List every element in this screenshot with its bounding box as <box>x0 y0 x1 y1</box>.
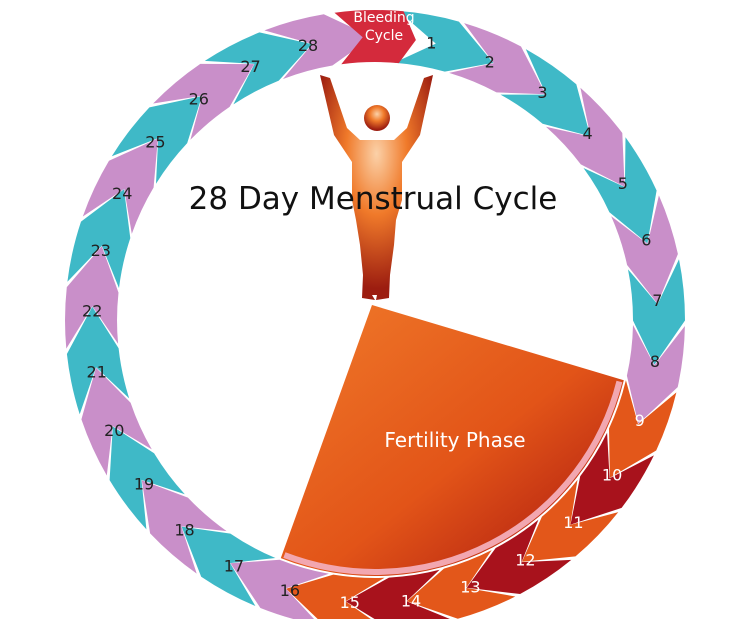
day-segment-12 <box>466 519 572 594</box>
day-label-1: 1 <box>426 34 436 53</box>
day-segment-17 <box>181 526 276 606</box>
day-segment-2 <box>449 23 546 95</box>
day-label-14: 14 <box>401 592 421 611</box>
day-label-4: 4 <box>583 124 593 143</box>
day-label-15: 15 <box>340 593 360 612</box>
bleeding-cycle-label-line1: Bleeding <box>353 10 414 26</box>
day-label-6: 6 <box>641 231 651 250</box>
day-label-16: 16 <box>280 581 300 600</box>
day-segment-20 <box>81 367 152 476</box>
day-label-27: 27 <box>240 57 260 76</box>
day-label-12: 12 <box>515 551 535 570</box>
day-label-9: 9 <box>635 411 645 430</box>
day-segment-5 <box>583 137 657 244</box>
bleeding-cycle-label-line2: Cycle <box>365 28 403 44</box>
fertility-phase-arc <box>283 380 623 575</box>
day-segment-16 <box>230 559 329 619</box>
day-label-28: 28 <box>298 36 318 55</box>
day-label-5: 5 <box>618 174 628 193</box>
day-segments <box>65 10 686 619</box>
day-segment-22 <box>65 246 119 349</box>
day-segment-11 <box>522 479 619 562</box>
day-label-17: 17 <box>224 556 244 575</box>
day-segment-3 <box>500 49 591 137</box>
day-segment-6 <box>611 195 678 304</box>
day-label-24: 24 <box>112 184 132 203</box>
day-label-13: 13 <box>460 577 480 596</box>
day-segment-4 <box>546 87 625 187</box>
day-label-11: 11 <box>563 513 583 532</box>
day-label-18: 18 <box>174 520 194 539</box>
day-label-7: 7 <box>652 291 662 310</box>
day-segment-28 <box>264 14 373 79</box>
day-segment-1 <box>394 10 494 72</box>
day-segment-10 <box>570 432 654 525</box>
day-segment-25 <box>111 96 202 184</box>
day-segment-15 <box>286 574 385 619</box>
day-label-3: 3 <box>537 83 547 102</box>
day-segment-26 <box>153 63 255 140</box>
day-segment-7 <box>628 259 686 365</box>
day-segment-27 <box>204 32 312 105</box>
day-segment-23 <box>67 189 131 289</box>
day-segment-18 <box>141 480 227 574</box>
day-segment-13 <box>407 550 516 619</box>
day-segment-21 <box>66 306 130 415</box>
day-segment-14 <box>345 569 450 619</box>
diagram-title: 28 Day Menstrual Cycle <box>189 181 558 217</box>
day-label-2: 2 <box>485 52 495 71</box>
day-label-19: 19 <box>134 475 154 494</box>
day-label-25: 25 <box>145 133 165 152</box>
day-label-23: 23 <box>91 241 111 260</box>
day-label-21: 21 <box>87 363 107 382</box>
bleeding-cycle-tab <box>334 10 416 65</box>
woman-silhouette-icon <box>320 75 433 300</box>
day-label-22: 22 <box>82 302 102 321</box>
day-segment-9 <box>609 380 677 478</box>
day-segment-19 <box>109 426 185 530</box>
day-label-8: 8 <box>650 352 660 371</box>
day-label-20: 20 <box>104 421 124 440</box>
day-labels: 1234567891011121314151617181920212223242… <box>82 34 662 612</box>
day-segment-24 <box>82 138 158 234</box>
day-label-26: 26 <box>189 90 209 109</box>
fertility-phase-label: Fertility Phase <box>384 428 525 452</box>
day-segment-8 <box>626 325 685 424</box>
day-label-10: 10 <box>602 466 622 485</box>
